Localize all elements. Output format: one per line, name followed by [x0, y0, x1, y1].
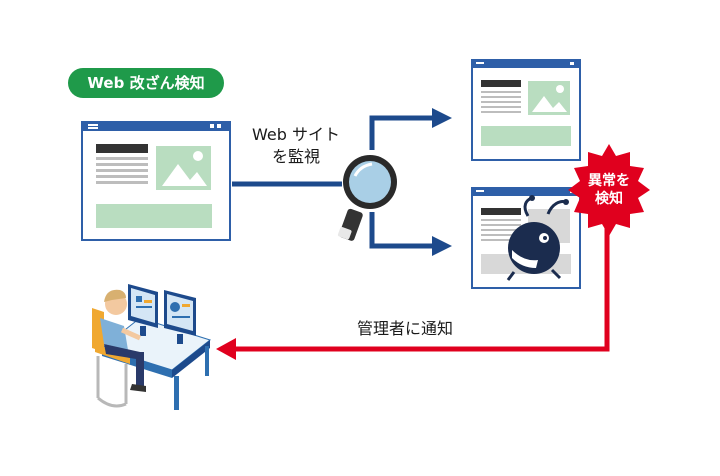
- monitor-flow-lines: [232, 115, 432, 249]
- alert-label-line2: 検知: [595, 191, 623, 207]
- monitor-label: Web サイト を監視: [236, 124, 356, 168]
- monitor-label-line1: Web サイト: [252, 125, 340, 144]
- notify-line: [236, 228, 610, 352]
- source-website-window: [81, 121, 231, 241]
- notify-arrow-head: [216, 338, 236, 360]
- malware-monster-icon: [506, 195, 569, 281]
- alert-burst: [568, 144, 650, 236]
- arrow-head-top: [432, 108, 452, 128]
- administrator-illustration: [92, 284, 212, 410]
- arrow-head-bottom: [432, 236, 452, 256]
- magnifier-icon: [337, 155, 397, 241]
- monitor-label-line2: を監視: [271, 147, 320, 166]
- alert-label: 異常を 検知: [563, 172, 655, 208]
- notify-label: 管理者に通知: [356, 319, 453, 338]
- normal-website-window: [471, 59, 581, 161]
- title-badge: Web 改ざん検知: [68, 68, 224, 98]
- alert-label-line1: 異常を: [588, 173, 630, 189]
